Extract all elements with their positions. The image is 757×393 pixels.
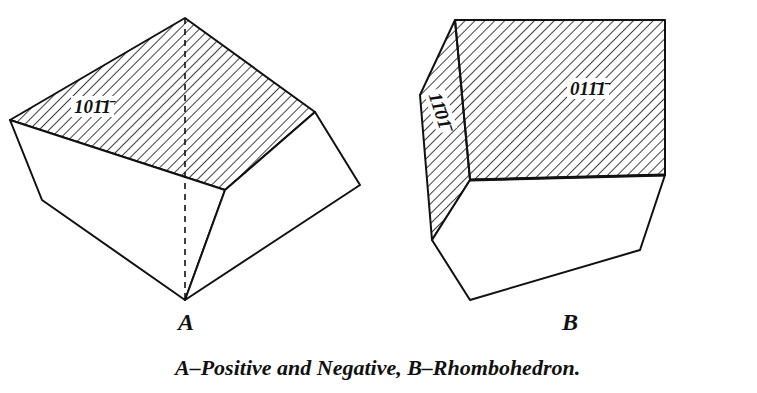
crystal-face [432, 175, 665, 300]
figure-caption: A–Positive and Negative, B–Rhombohedron. [175, 357, 580, 379]
hidden-edge [184, 18, 186, 300]
figure-letter: B [562, 310, 578, 334]
crystal-face [10, 120, 225, 300]
figure-letter: A [178, 310, 194, 334]
face-index: 011̄1̄ [567, 78, 609, 99]
face-index: 101̄1̄ [71, 96, 114, 117]
crystal-face [185, 112, 360, 300]
crystal-edge [470, 175, 665, 180]
hatched-face [455, 20, 665, 180]
